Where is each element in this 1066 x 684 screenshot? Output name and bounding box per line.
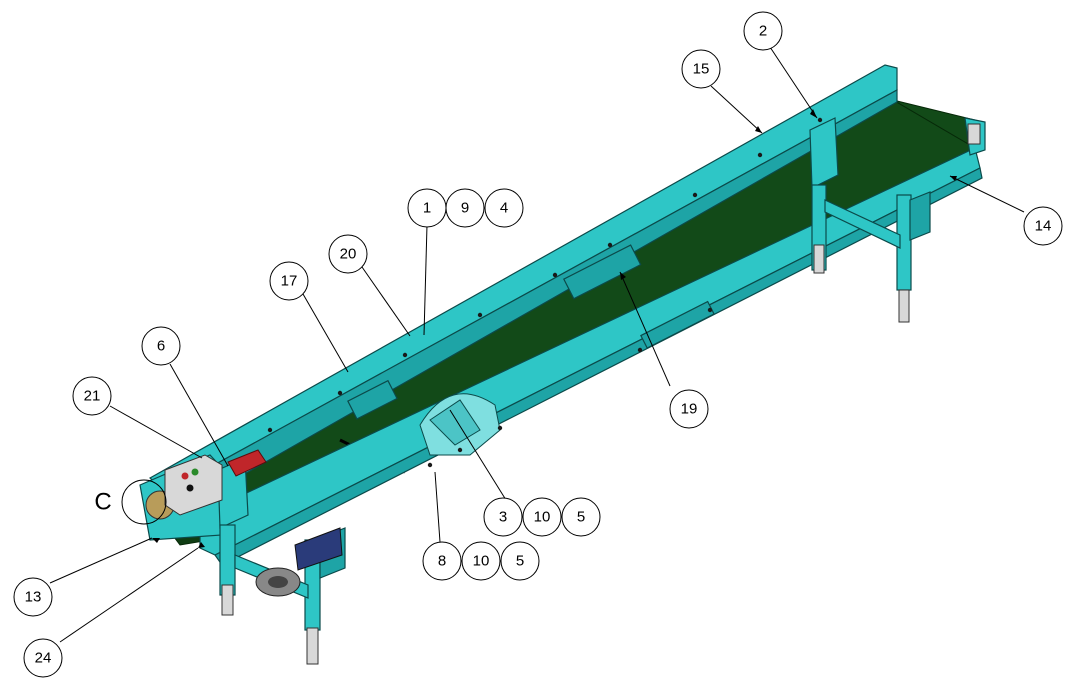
splice-plate-front	[640, 300, 715, 349]
svg-text:17: 17	[281, 273, 298, 290]
svg-text:20: 20	[340, 246, 357, 263]
balloon-1: 1	[407, 188, 447, 228]
rail-front	[199, 147, 981, 556]
balloon-13: 13	[13, 577, 53, 617]
gear-motor	[227, 449, 267, 477]
balloon-10-upper: 10	[522, 497, 562, 537]
far-cross-brace	[824, 199, 901, 249]
svg-text:10: 10	[534, 509, 551, 526]
near-foot-back	[306, 627, 319, 665]
balloon-5-upper: 5	[561, 497, 601, 537]
control-button-red	[181, 472, 189, 480]
balloon-8: 8	[422, 541, 462, 581]
svg-text:13: 13	[25, 589, 42, 606]
far-stand-foot-plate	[909, 191, 931, 241]
svg-text:19: 19	[681, 401, 698, 418]
svg-text:5: 5	[516, 553, 524, 570]
svg-text:10: 10	[473, 553, 490, 570]
balloon-14: 14	[1023, 206, 1063, 246]
far-end-bearing	[967, 123, 981, 145]
control-button-green	[191, 468, 199, 476]
control-box	[164, 449, 267, 516]
balloon-4: 4	[484, 188, 524, 228]
detail-c-marker: C	[94, 479, 167, 525]
support-stand-far	[809, 117, 931, 323]
control-button-black	[186, 484, 194, 492]
svg-text:21: 21	[84, 388, 101, 405]
svg-text:15: 15	[693, 61, 710, 78]
balloon-5-lower: 5	[500, 541, 540, 581]
svg-text:14: 14	[1035, 218, 1052, 235]
balloon-20: 20	[328, 234, 368, 274]
detail-label: C	[94, 489, 111, 516]
splice-plate-left	[347, 379, 398, 420]
balloon-15: 15	[681, 49, 721, 89]
svg-text:5: 5	[577, 509, 585, 526]
svg-text:3: 3	[499, 509, 507, 526]
balloon-2: 2	[743, 11, 783, 51]
svg-text:1: 1	[423, 200, 431, 217]
balloon-10-lower: 10	[461, 541, 501, 581]
svg-text:6: 6	[157, 338, 165, 355]
far-foot-front	[813, 244, 825, 274]
conveyor-body	[139, 64, 986, 566]
far-foot-back	[898, 289, 910, 323]
drive-pulley-hub	[268, 576, 288, 588]
svg-text:24: 24	[35, 650, 52, 667]
svg-text:8: 8	[438, 553, 446, 570]
balloon-19: 19	[669, 389, 709, 429]
rail-back-web	[163, 88, 898, 509]
section-inner	[429, 399, 481, 446]
svg-text:9: 9	[461, 200, 469, 217]
svg-text:2: 2	[759, 23, 767, 40]
control-box-body	[164, 454, 223, 516]
far-stand-bracket	[809, 117, 839, 189]
balloon-24: 24	[23, 638, 63, 678]
splice-plate-mid	[563, 244, 642, 300]
balloon-9: 9	[445, 188, 485, 228]
balloon-17: 17	[269, 261, 309, 301]
svg-text:4: 4	[500, 200, 508, 217]
near-foot-front	[221, 584, 234, 616]
balloon-6: 6	[141, 326, 181, 366]
balloon-21: 21	[72, 376, 112, 416]
leader-lines	[49, 43, 1025, 643]
callout-balloons: 2 15 14 1 9 4 20 17 19 6 21 3 10 5 8 10 …	[13, 11, 1063, 678]
rail-bolts	[267, 117, 823, 468]
balloon-3: 3	[483, 497, 523, 537]
drive-motor	[294, 527, 343, 571]
support-stand-near	[217, 457, 346, 665]
